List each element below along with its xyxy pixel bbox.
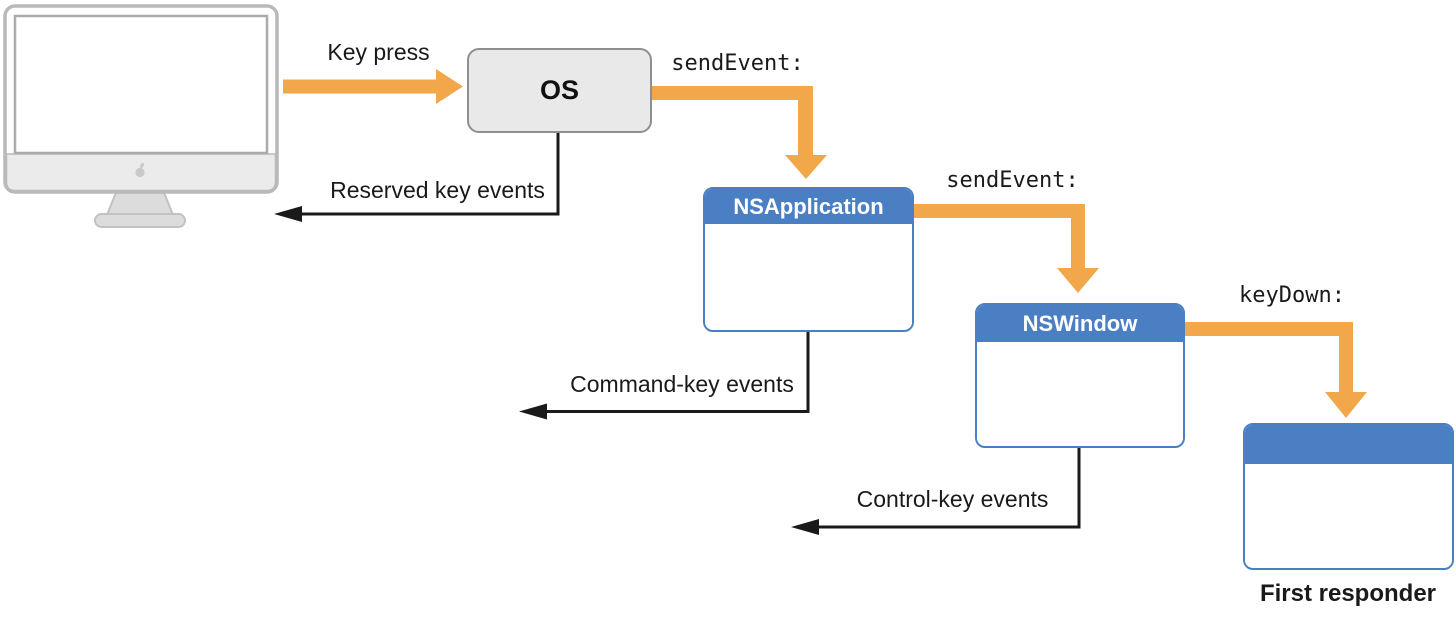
first-responder-node	[1243, 423, 1454, 570]
nsapplication-header: NSApplication	[705, 189, 912, 227]
apple-logo-icon	[135, 162, 145, 178]
keydown-label: keyDown:	[1239, 283, 1345, 308]
sendevent-label-2: sendEvent:	[946, 168, 1079, 193]
imac-display-icon	[3, 4, 279, 228]
control-key-events-connector	[791, 448, 1081, 535]
command-key-events-label: Command-key events	[570, 371, 794, 397]
sendevent-arrow-nsapplication-to-nswindow	[913, 204, 1099, 293]
nsapplication-node: NSApplication	[703, 187, 914, 332]
first-responder-header	[1245, 425, 1452, 467]
left-arrowhead-icon	[274, 206, 302, 222]
nswindow-node: NSWindow	[975, 303, 1185, 448]
command-key-events-connector	[519, 332, 810, 420]
control-key-events-label: Control-key events	[856, 486, 1049, 512]
nswindow-title: NSWindow	[1022, 310, 1138, 336]
monitor-screen	[13, 14, 269, 155]
left-arrowhead-icon	[791, 519, 819, 535]
os-node: OS	[467, 48, 652, 133]
nsapplication-body	[705, 227, 912, 329]
reserved-key-events-label: Reserved key events	[330, 177, 545, 203]
left-arrowhead-icon	[519, 403, 547, 420]
key-press-arrow	[283, 69, 463, 104]
sendevent-label-1: sendEvent:	[671, 51, 804, 76]
nsapplication-title: NSApplication	[733, 193, 884, 219]
first-responder-body	[1245, 467, 1452, 567]
keydown-arrow-nswindow-to-first-responder	[1185, 322, 1367, 418]
reserved-key-events-connector	[274, 133, 560, 222]
first-responder-caption: First responder	[1259, 580, 1437, 607]
nswindow-body	[977, 345, 1183, 445]
monitor-stand-base	[94, 213, 186, 228]
key-press-label: Key press	[327, 39, 430, 65]
nswindow-header: NSWindow	[977, 305, 1183, 345]
sendevent-arrow-os-to-nsapplication	[652, 86, 827, 179]
os-node-title: OS	[539, 75, 579, 105]
